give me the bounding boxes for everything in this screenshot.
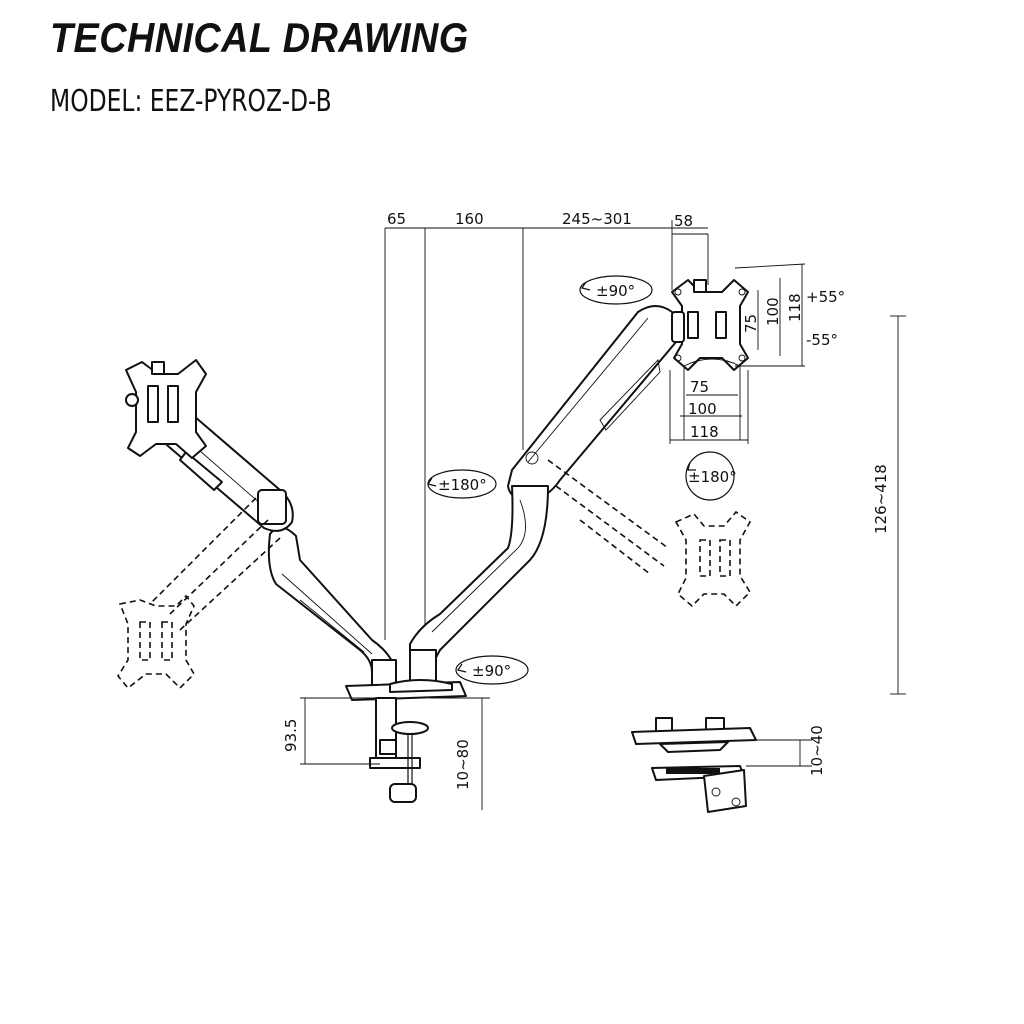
dim-65: 65 xyxy=(387,210,406,228)
tilt-down-label: -55° xyxy=(806,331,838,349)
tilt-up-label: +55° xyxy=(806,288,845,306)
dim-vesa-v75: 75 xyxy=(742,314,760,333)
vesa-plate-right xyxy=(671,279,749,441)
ghost-right-arm xyxy=(547,459,752,608)
dim-160: 160 xyxy=(455,210,484,228)
dim-clamp-range: 10~80 xyxy=(454,739,472,790)
dim-base-height: 93.5 xyxy=(282,719,300,752)
top-dimension-lines xyxy=(384,220,709,640)
model-label: MODEL: EEZ-PYROZ-D-B xyxy=(50,84,332,119)
dim-height-range: 126~418 xyxy=(872,464,890,534)
dim-vesa-h100: 100 xyxy=(688,400,717,418)
rotation-base-label: ±90° xyxy=(472,662,511,680)
dim-vesa-v100: 100 xyxy=(764,297,782,326)
right-arm-upper xyxy=(507,305,685,501)
dim-vesa-h118: 118 xyxy=(690,423,719,441)
vesa-vertical-dims xyxy=(734,263,806,367)
rotation-badge-base xyxy=(455,655,529,685)
rotation-badge-top xyxy=(579,275,653,305)
rotation-top-label: ±90° xyxy=(596,282,635,300)
dim-58: 58 xyxy=(674,212,693,230)
grommet-mount xyxy=(631,717,757,813)
clamp-dimensions xyxy=(300,697,490,810)
desk-clamp xyxy=(369,697,429,803)
ghost-left-arm xyxy=(117,497,281,690)
dim-245-301: 245~301 xyxy=(562,210,632,228)
rotation-badge-right xyxy=(685,451,735,501)
height-dimension xyxy=(890,315,906,695)
dim-grommet-range: 10~40 xyxy=(808,725,826,776)
vesa-horizontal-dims xyxy=(669,370,749,444)
rotation-middle-label: ±180° xyxy=(438,476,487,494)
base-pole xyxy=(345,649,467,701)
dim-vesa-h75: 75 xyxy=(690,378,709,396)
page-title: TECHNICAL DRAWING xyxy=(50,14,469,61)
grommet-dimensions xyxy=(746,739,812,767)
center-arm-left xyxy=(267,526,397,673)
dim-vesa-v118: 118 xyxy=(786,293,804,322)
vesa-plate-left xyxy=(125,359,207,459)
rotation-right-label: ±180° xyxy=(688,468,737,486)
rotation-badge-middle xyxy=(427,469,497,499)
